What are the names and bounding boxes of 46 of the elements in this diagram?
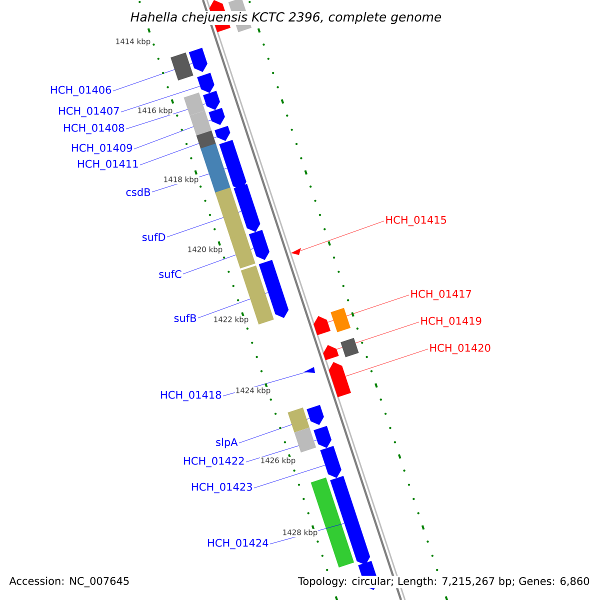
gene-feature <box>323 345 339 360</box>
gene-feature <box>188 48 208 72</box>
gene-label: sufB <box>174 314 196 322</box>
leader-line <box>140 136 217 166</box>
gene-feature <box>219 140 246 190</box>
accession-label: Accession: NC_007645 <box>8 576 131 588</box>
gene-label: HCH_01407 <box>59 106 119 118</box>
leader-line <box>120 86 200 112</box>
leader-line <box>254 465 326 488</box>
gene-feature <box>197 72 214 93</box>
gene-triangle <box>304 367 315 373</box>
leader-line <box>336 322 420 350</box>
gene-feature <box>258 260 289 318</box>
genome-info-label: Topology: circular; Length: 7,215,267 bp; Genes: 6,860 <box>297 576 591 588</box>
gene-label: HCH_01422 <box>184 456 244 468</box>
gene-label: HCH_01420 <box>430 344 490 354</box>
gene-label: HCH_01419 <box>421 316 482 328</box>
gene-label: slpA <box>216 438 238 448</box>
gene-label: HCH_01423 <box>192 482 252 494</box>
gene-label: HCH_01406 <box>51 86 112 96</box>
gene-label: HCH_01418 <box>161 390 222 402</box>
gene-feature <box>203 90 220 110</box>
gene-label: HCH_01411 <box>78 160 138 170</box>
gene-feature <box>330 476 370 565</box>
gene-label: HCH_01415 <box>386 216 446 226</box>
gene-feature <box>208 108 225 125</box>
leader-line <box>346 348 428 376</box>
gene-label: csdB <box>126 188 150 196</box>
gene-feature <box>306 404 324 425</box>
gene-label: sufC <box>159 270 182 278</box>
gene-label: HCH_01417 <box>411 290 472 300</box>
gene-feature <box>214 126 230 141</box>
gene-label: HCH_01409 <box>72 144 132 154</box>
gene-feature <box>314 426 332 448</box>
leader-line <box>126 103 206 130</box>
gene-feature <box>320 446 342 478</box>
leader-line <box>300 220 384 251</box>
gene-feature <box>314 316 331 336</box>
gene-feature <box>248 230 270 260</box>
gene-triangle <box>291 248 301 255</box>
gene-feature <box>328 362 351 398</box>
title: Hahella chejuensis KCTC 2396, complete genome <box>129 10 443 26</box>
gene-feature <box>234 184 260 232</box>
gene-label: HCH_01408 <box>64 124 124 134</box>
gene-label: HCH_01424 <box>208 538 268 550</box>
gene-label: sufD <box>142 232 166 242</box>
